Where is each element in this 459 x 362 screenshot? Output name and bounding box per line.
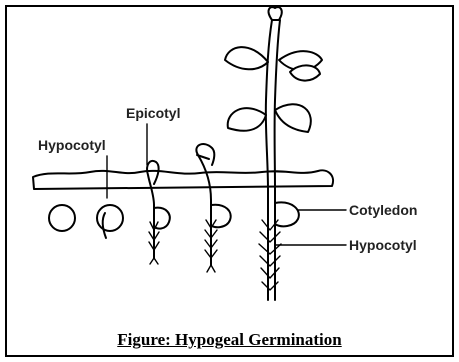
label-hypocotyl-right: Hypocotyl (349, 237, 417, 253)
seedling-stage-4 (196, 144, 230, 272)
seedling-stage-3 (147, 161, 170, 264)
label-cotyledon: Cotyledon (349, 202, 417, 218)
soil-surface (33, 170, 333, 189)
label-hypocotyl-left: Hypocotyl (38, 137, 106, 153)
seed-stage-1 (49, 205, 75, 231)
seedling-stage-5 (225, 7, 322, 300)
seed-stage-2 (97, 205, 123, 238)
label-epicotyl: Epicotyl (126, 105, 180, 121)
figure-caption: Figure: Hypogeal Germination (0, 330, 459, 350)
